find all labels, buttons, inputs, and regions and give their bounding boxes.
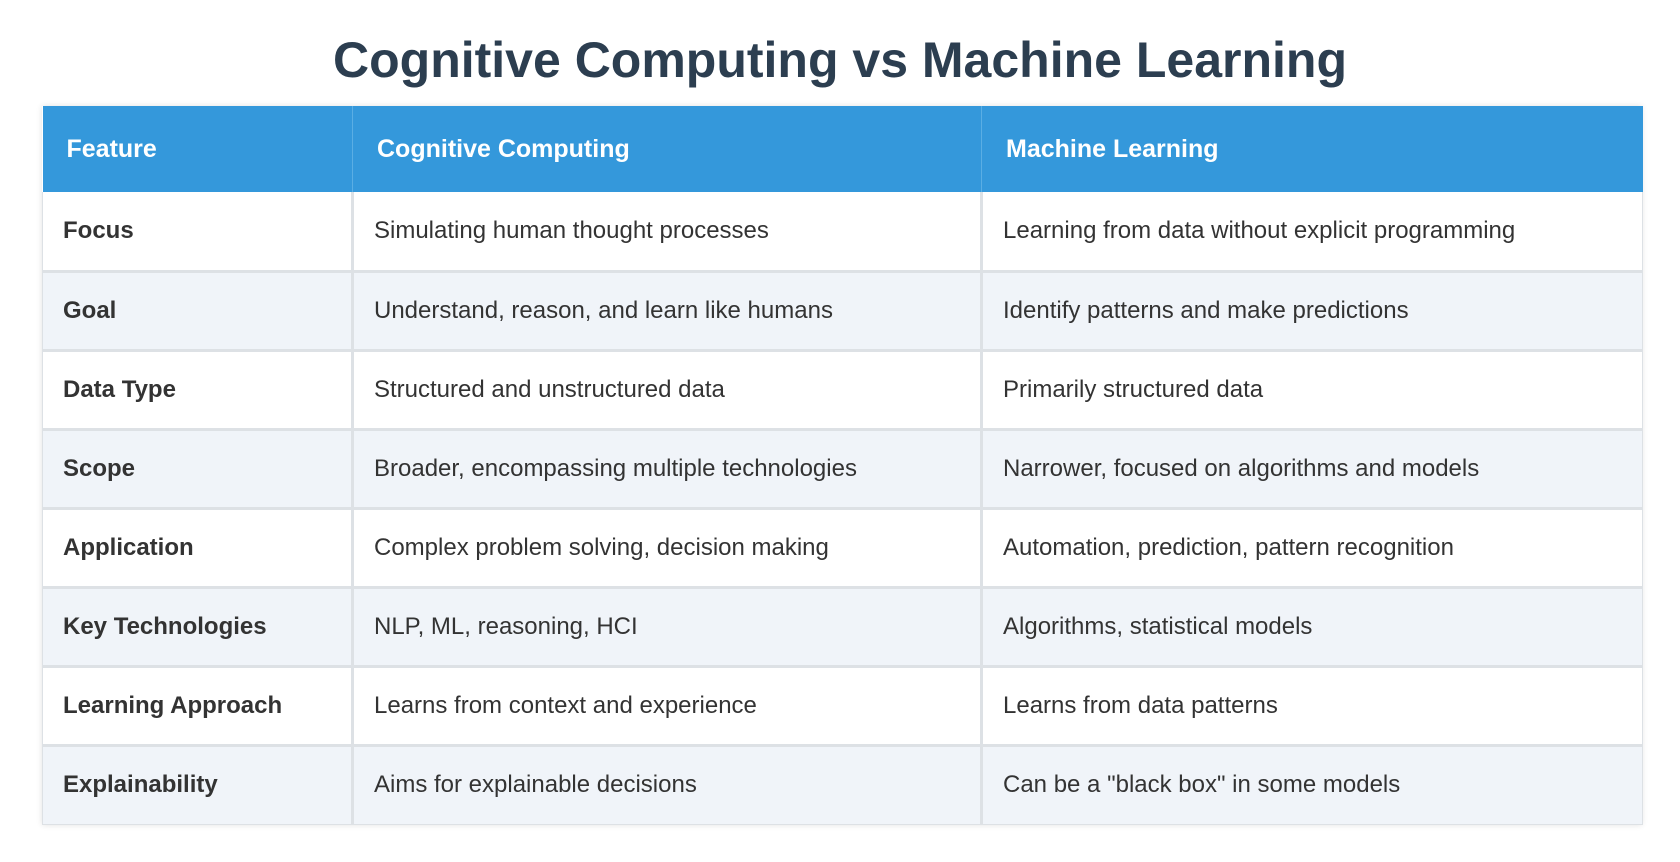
feature-cell: Goal	[42, 271, 354, 352]
ml-cell: Learns from data patterns	[981, 666, 1643, 747]
cognitive-cell: Broader, encompassing multiple technolog…	[352, 429, 983, 510]
feature-cell: Explainability	[42, 745, 354, 825]
ml-cell: Automation, prediction, pattern recognit…	[981, 508, 1643, 589]
table-row: Goal Understand, reason, and learn like …	[42, 271, 1643, 352]
comparison-table: Feature Cognitive Computing Machine Lear…	[42, 106, 1643, 825]
table-row: Key Technologies NLP, ML, reasoning, HCI…	[42, 587, 1643, 668]
feature-cell: Focus	[42, 192, 354, 273]
table-row: Explainability Aims for explainable deci…	[42, 745, 1643, 825]
feature-cell: Data Type	[42, 350, 354, 431]
table-row: Scope Broader, encompassing multiple tec…	[42, 429, 1643, 510]
cognitive-cell: Structured and unstructured data	[352, 350, 983, 431]
header-row: Feature Cognitive Computing Machine Lear…	[42, 106, 1643, 192]
comparison-table-container: Feature Cognitive Computing Machine Lear…	[42, 106, 1643, 825]
table-row: Application Complex problem solving, dec…	[42, 508, 1643, 589]
ml-cell: Identify patterns and make predictions	[981, 271, 1643, 352]
feature-cell: Key Technologies	[42, 587, 354, 668]
table-row: Focus Simulating human thought processes…	[42, 192, 1643, 273]
feature-cell: Scope	[42, 429, 354, 510]
header-cognitive-computing: Cognitive Computing	[352, 106, 982, 192]
cognitive-cell: Aims for explainable decisions	[352, 745, 983, 825]
ml-cell: Primarily structured data	[981, 350, 1643, 431]
header-feature: Feature	[42, 106, 353, 192]
cognitive-cell: Simulating human thought processes	[352, 192, 983, 273]
cognitive-cell: Learns from context and experience	[352, 666, 983, 747]
table-row: Data Type Structured and unstructured da…	[42, 350, 1643, 431]
feature-cell: Application	[42, 508, 354, 589]
header-machine-learning: Machine Learning	[1006, 134, 1219, 163]
table-body: Focus Simulating human thought processes…	[42, 192, 1643, 825]
ml-cell: Algorithms, statistical models	[981, 587, 1643, 668]
table-header: Feature Cognitive Computing Machine Lear…	[42, 106, 1643, 192]
cognitive-cell: Understand, reason, and learn like human…	[352, 271, 983, 352]
cognitive-cell: Complex problem solving, decision making	[352, 508, 983, 589]
ml-cell: Learning from data without explicit prog…	[981, 192, 1643, 273]
feature-cell: Learning Approach	[42, 666, 354, 747]
ml-cell: Can be a "black box" in some models	[981, 745, 1643, 825]
cognitive-cell: NLP, ML, reasoning, HCI	[352, 587, 983, 668]
page-title: Cognitive Computing vs Machine Learning	[333, 32, 1347, 88]
table-row: Learning Approach Learns from context an…	[42, 666, 1643, 747]
ml-cell: Narrower, focused on algorithms and mode…	[981, 429, 1643, 510]
